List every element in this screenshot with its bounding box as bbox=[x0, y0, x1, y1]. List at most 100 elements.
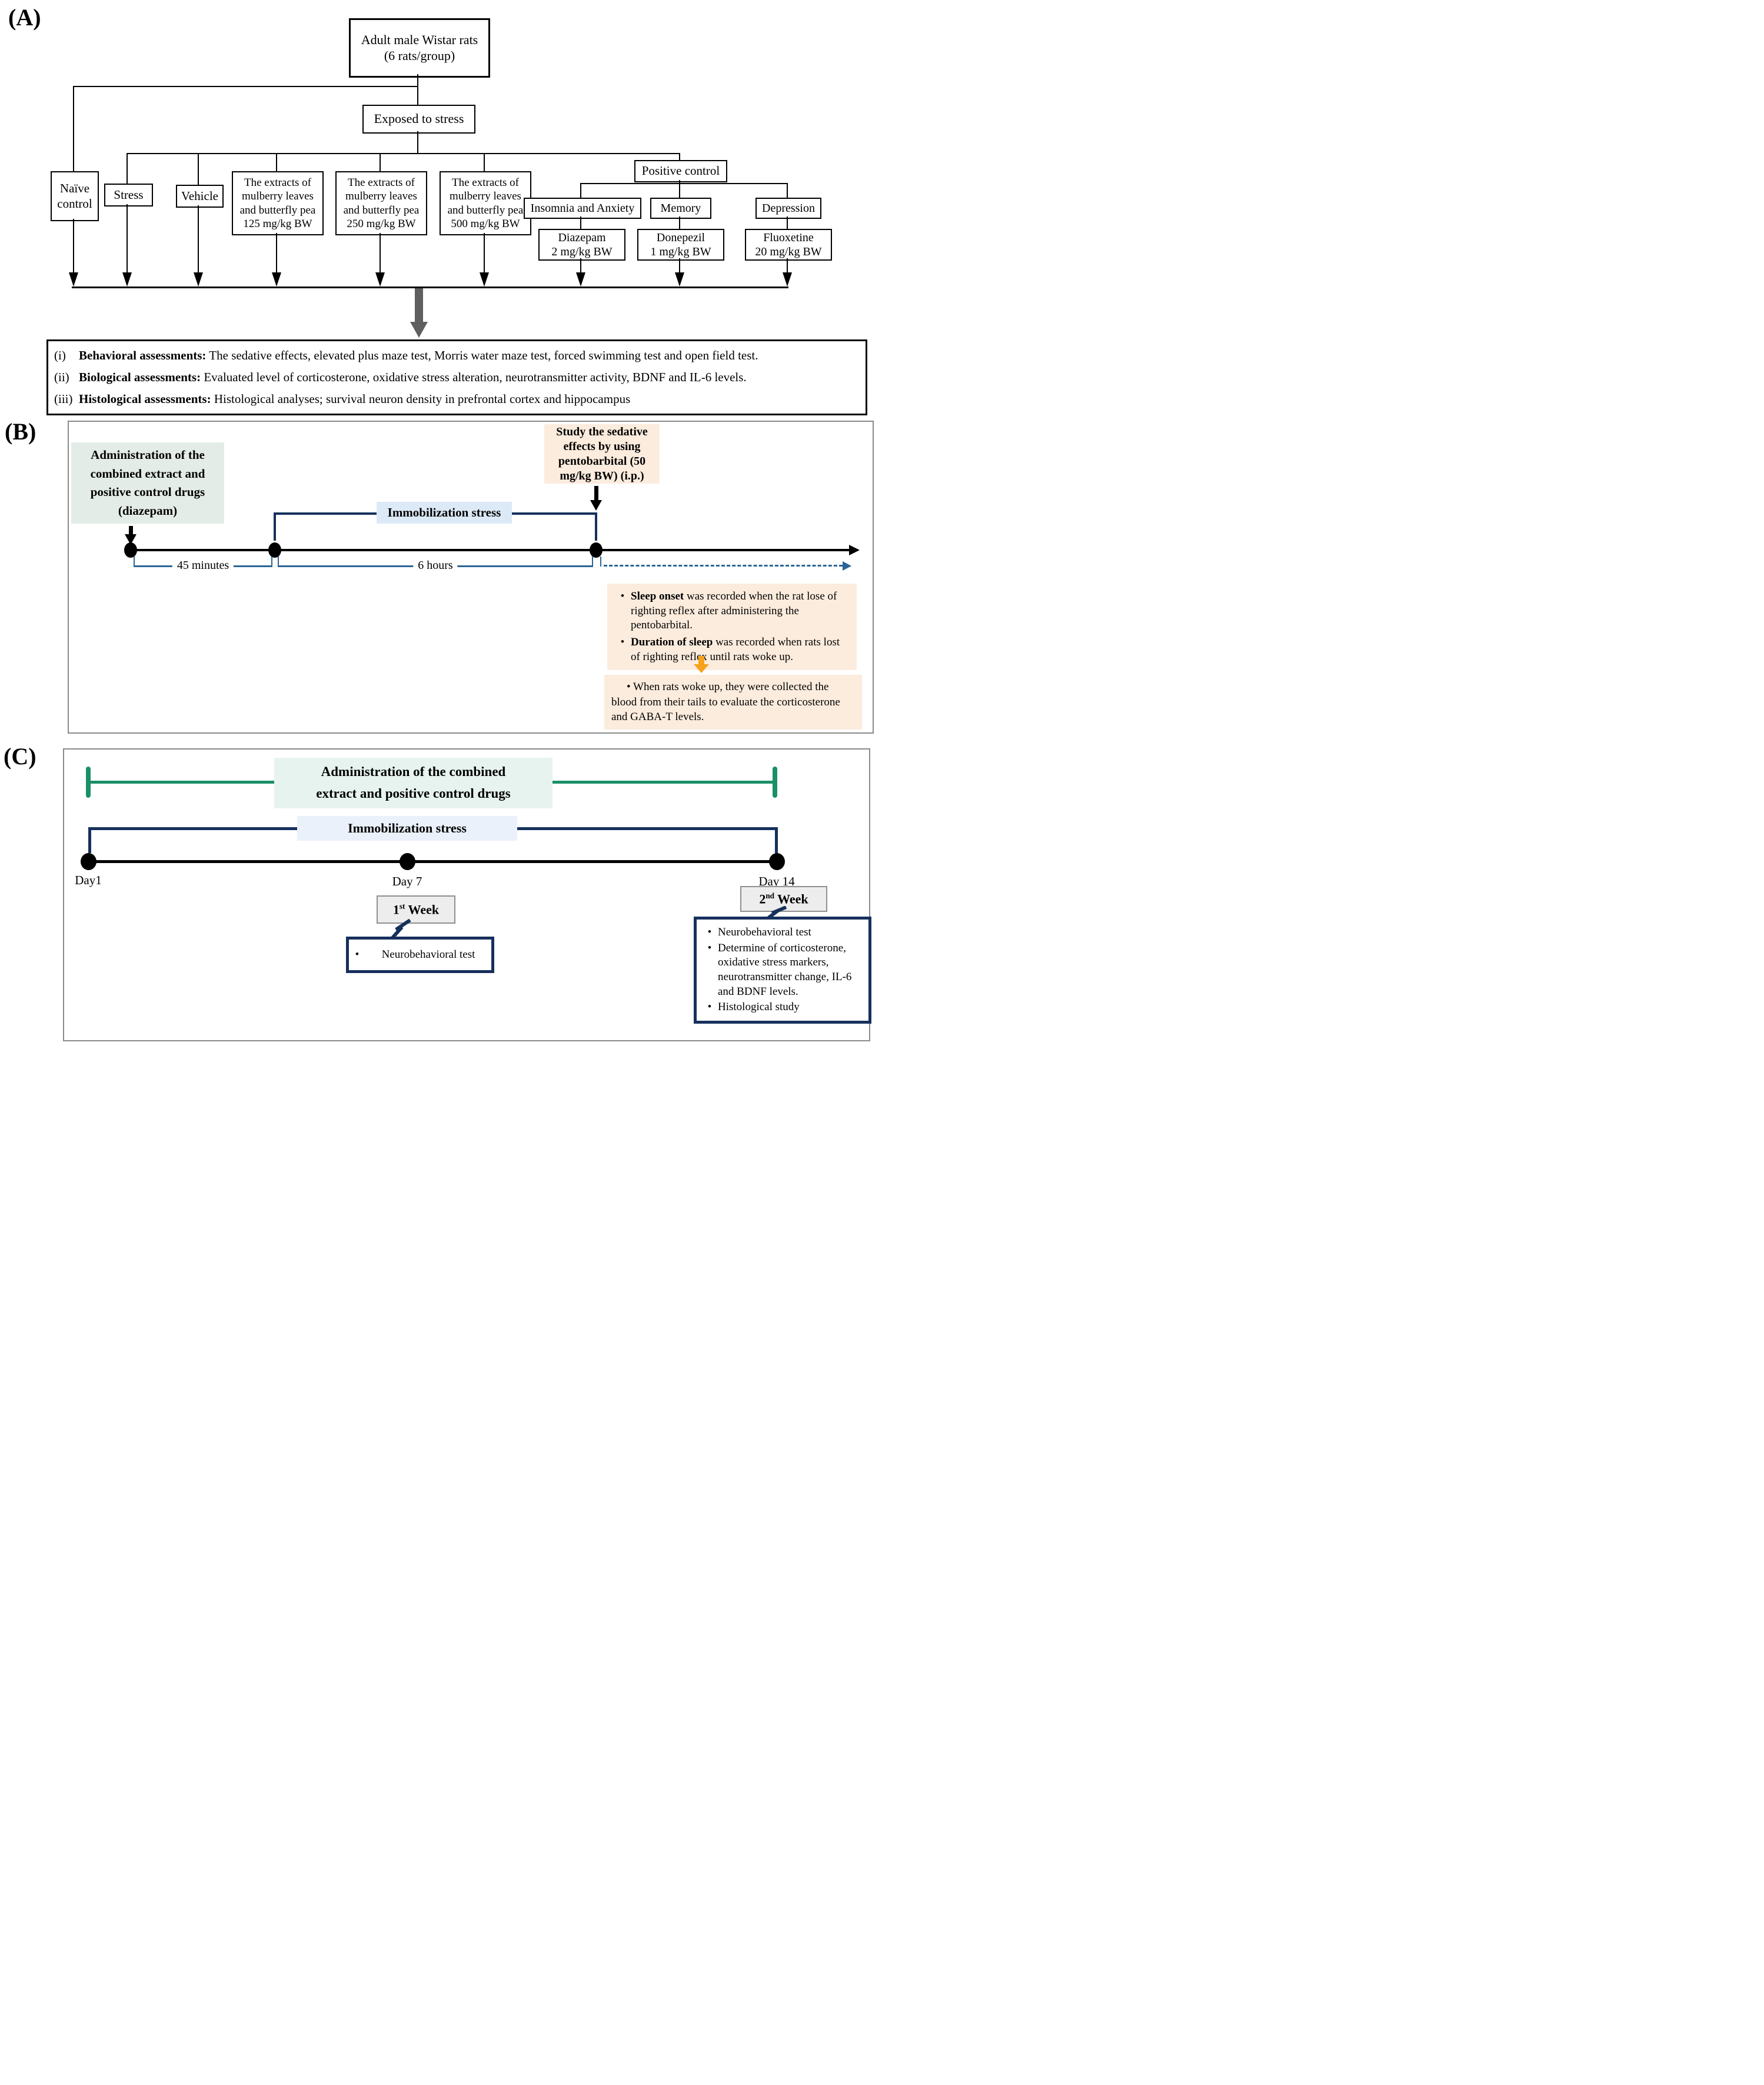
connector-line bbox=[787, 183, 788, 198]
connector-line bbox=[73, 86, 418, 87]
dose-arrowhead bbox=[125, 534, 137, 545]
week2-ordinal: nd bbox=[765, 891, 774, 900]
connector-line bbox=[787, 217, 788, 229]
assessment-title: Biological assessments: bbox=[79, 369, 201, 384]
group-vehicle-box: Vehicle bbox=[176, 185, 224, 208]
callout-text: Neurobehavioral test bbox=[381, 948, 475, 961]
connector-line bbox=[679, 180, 680, 184]
callout-item: • Histological study bbox=[701, 1000, 864, 1015]
flow-arrowhead bbox=[783, 272, 792, 287]
dashed-line-arrowhead bbox=[843, 561, 851, 571]
week1-ordinal: st bbox=[399, 901, 405, 911]
callout-text: Histological study bbox=[718, 1001, 800, 1014]
day1-label: Day1 bbox=[75, 873, 102, 887]
timeline-dot-day7 bbox=[400, 853, 415, 870]
flow-arrowhead bbox=[675, 272, 684, 287]
pentobarbital-arrow-shaft bbox=[594, 486, 598, 501]
immobilization-stress-label-b: Immobilization stress bbox=[377, 502, 512, 524]
assessment-row: (ii) Biological assessments: Evaluated l… bbox=[54, 370, 860, 385]
drug-donepezil-box: Donepezil 1 mg/kg BW bbox=[637, 229, 724, 261]
assessment-row: (i) Behavioral assessments: The sedative… bbox=[54, 348, 860, 364]
category-insomnia-anxiety-box: Insomnia and Anxiety bbox=[524, 198, 641, 219]
gray-arrowhead bbox=[410, 322, 428, 338]
panel-b-label: (B) bbox=[5, 418, 36, 445]
exposed-to-stress-box: Exposed to stress bbox=[362, 105, 475, 134]
green-span-line bbox=[88, 781, 277, 784]
gray-arrow-shaft bbox=[415, 288, 423, 322]
dashed-followup-line bbox=[604, 565, 843, 567]
assessment-number: (ii) bbox=[54, 369, 69, 384]
measure-tick bbox=[600, 557, 601, 567]
callout-item: • Neurobehavioral test bbox=[349, 948, 491, 961]
connector-line bbox=[127, 153, 128, 184]
orange-arrow-shaft bbox=[698, 656, 704, 665]
assessment-number: (iii) bbox=[54, 391, 73, 406]
callout-text: Determine of corticosterone, oxidative s… bbox=[718, 941, 852, 998]
week2-box: 2nd Week bbox=[740, 886, 827, 912]
figure-experimental-design: (A) Adult male Wistar rats (6 rats/group… bbox=[0, 0, 882, 1042]
callout-tail-week2 bbox=[767, 906, 787, 919]
adult-rats-box: Adult male Wistar rats (6 rats/group) bbox=[349, 18, 490, 78]
week2-callout: • Neurobehavioral test • Determine of co… bbox=[694, 917, 871, 1024]
flow-arrow-shaft bbox=[198, 205, 199, 272]
connector-line bbox=[380, 153, 381, 171]
group-extract-250-box: The extracts of mulberry leaves and butt… bbox=[335, 171, 427, 235]
sleep-note-lead: Sleep onset bbox=[631, 590, 684, 602]
drug-fluoxetine-box: Fluoxetine 20 mg/kg BW bbox=[745, 229, 832, 261]
green-span-line bbox=[550, 781, 776, 784]
connector-line bbox=[417, 86, 418, 105]
interval-6-hours: 6 hours bbox=[413, 559, 458, 572]
stress-bracket-line bbox=[274, 512, 276, 541]
branch-line bbox=[127, 153, 680, 154]
timeline-dot-0 bbox=[124, 542, 137, 558]
week1-number: 1 bbox=[392, 902, 400, 917]
bullet-icon: • bbox=[620, 636, 625, 649]
flow-arrow-shaft bbox=[276, 233, 277, 272]
connector-line bbox=[580, 183, 581, 198]
sleep-note-text: was recorded when the rat lose of righti… bbox=[631, 590, 837, 632]
stress-bracket-line bbox=[511, 512, 597, 515]
panel-c-label: (C) bbox=[4, 743, 36, 770]
connector-line bbox=[198, 153, 199, 185]
week1-box: 1st Week bbox=[377, 895, 455, 924]
flow-arrow-shaft bbox=[73, 219, 74, 272]
bullet-icon: • bbox=[707, 941, 712, 954]
dose-arrow-shaft bbox=[129, 526, 133, 535]
bullet-icon: • bbox=[355, 948, 360, 961]
interval-45-minutes: 45 minutes bbox=[172, 559, 234, 572]
timeline-dot-day1 bbox=[81, 853, 96, 870]
blood-collection-note: • When rats woke up, they were collected… bbox=[604, 675, 862, 730]
connector-line bbox=[679, 183, 680, 198]
stress-span-line bbox=[88, 827, 297, 830]
timeline-arrowhead bbox=[849, 545, 860, 555]
drug-diazepam-box: Diazepam 2 mg/kg BW bbox=[538, 229, 625, 261]
connector-line bbox=[276, 153, 277, 171]
group-extract-500-box: The extracts of mulberry leaves and butt… bbox=[440, 171, 531, 235]
connector-line bbox=[679, 153, 680, 160]
callout-item: • Neurobehavioral test bbox=[701, 925, 864, 940]
stress-bracket-line bbox=[274, 512, 377, 515]
group-stress-box: Stress bbox=[104, 184, 153, 206]
stress-bracket-line bbox=[595, 512, 597, 541]
bullet-icon: • bbox=[620, 590, 625, 602]
timeline-dot-45min bbox=[268, 542, 281, 558]
orange-arrowhead bbox=[694, 664, 709, 673]
assessment-title: Behavioral assessments: bbox=[79, 348, 207, 362]
flow-arrow-shaft bbox=[380, 233, 381, 272]
sleep-note-lead: Duration of sleep bbox=[631, 636, 713, 649]
timeline-dot-6h bbox=[590, 542, 603, 558]
flow-arrowhead bbox=[122, 272, 132, 287]
flow-arrow-shaft bbox=[580, 258, 581, 272]
collector-line bbox=[72, 287, 788, 288]
pentobarbital-box: Study the sedative effects by using pent… bbox=[544, 424, 660, 484]
timeline-b bbox=[131, 549, 850, 551]
assessment-text: Histological analyses; survival neuron d… bbox=[211, 391, 631, 406]
sleep-notes-box: • Sleep onset was recorded when the rat … bbox=[607, 584, 857, 671]
immobilization-stress-label-c: Immobilization stress bbox=[297, 816, 517, 841]
sleep-note-item: • Sleep onset was recorded when the rat … bbox=[614, 589, 850, 633]
assessment-number: (i) bbox=[54, 348, 66, 362]
connector-line bbox=[417, 74, 418, 87]
flow-arrowhead bbox=[272, 272, 281, 287]
assessment-title: Histological assessments: bbox=[79, 391, 211, 406]
week2-number: 2 bbox=[759, 891, 766, 907]
